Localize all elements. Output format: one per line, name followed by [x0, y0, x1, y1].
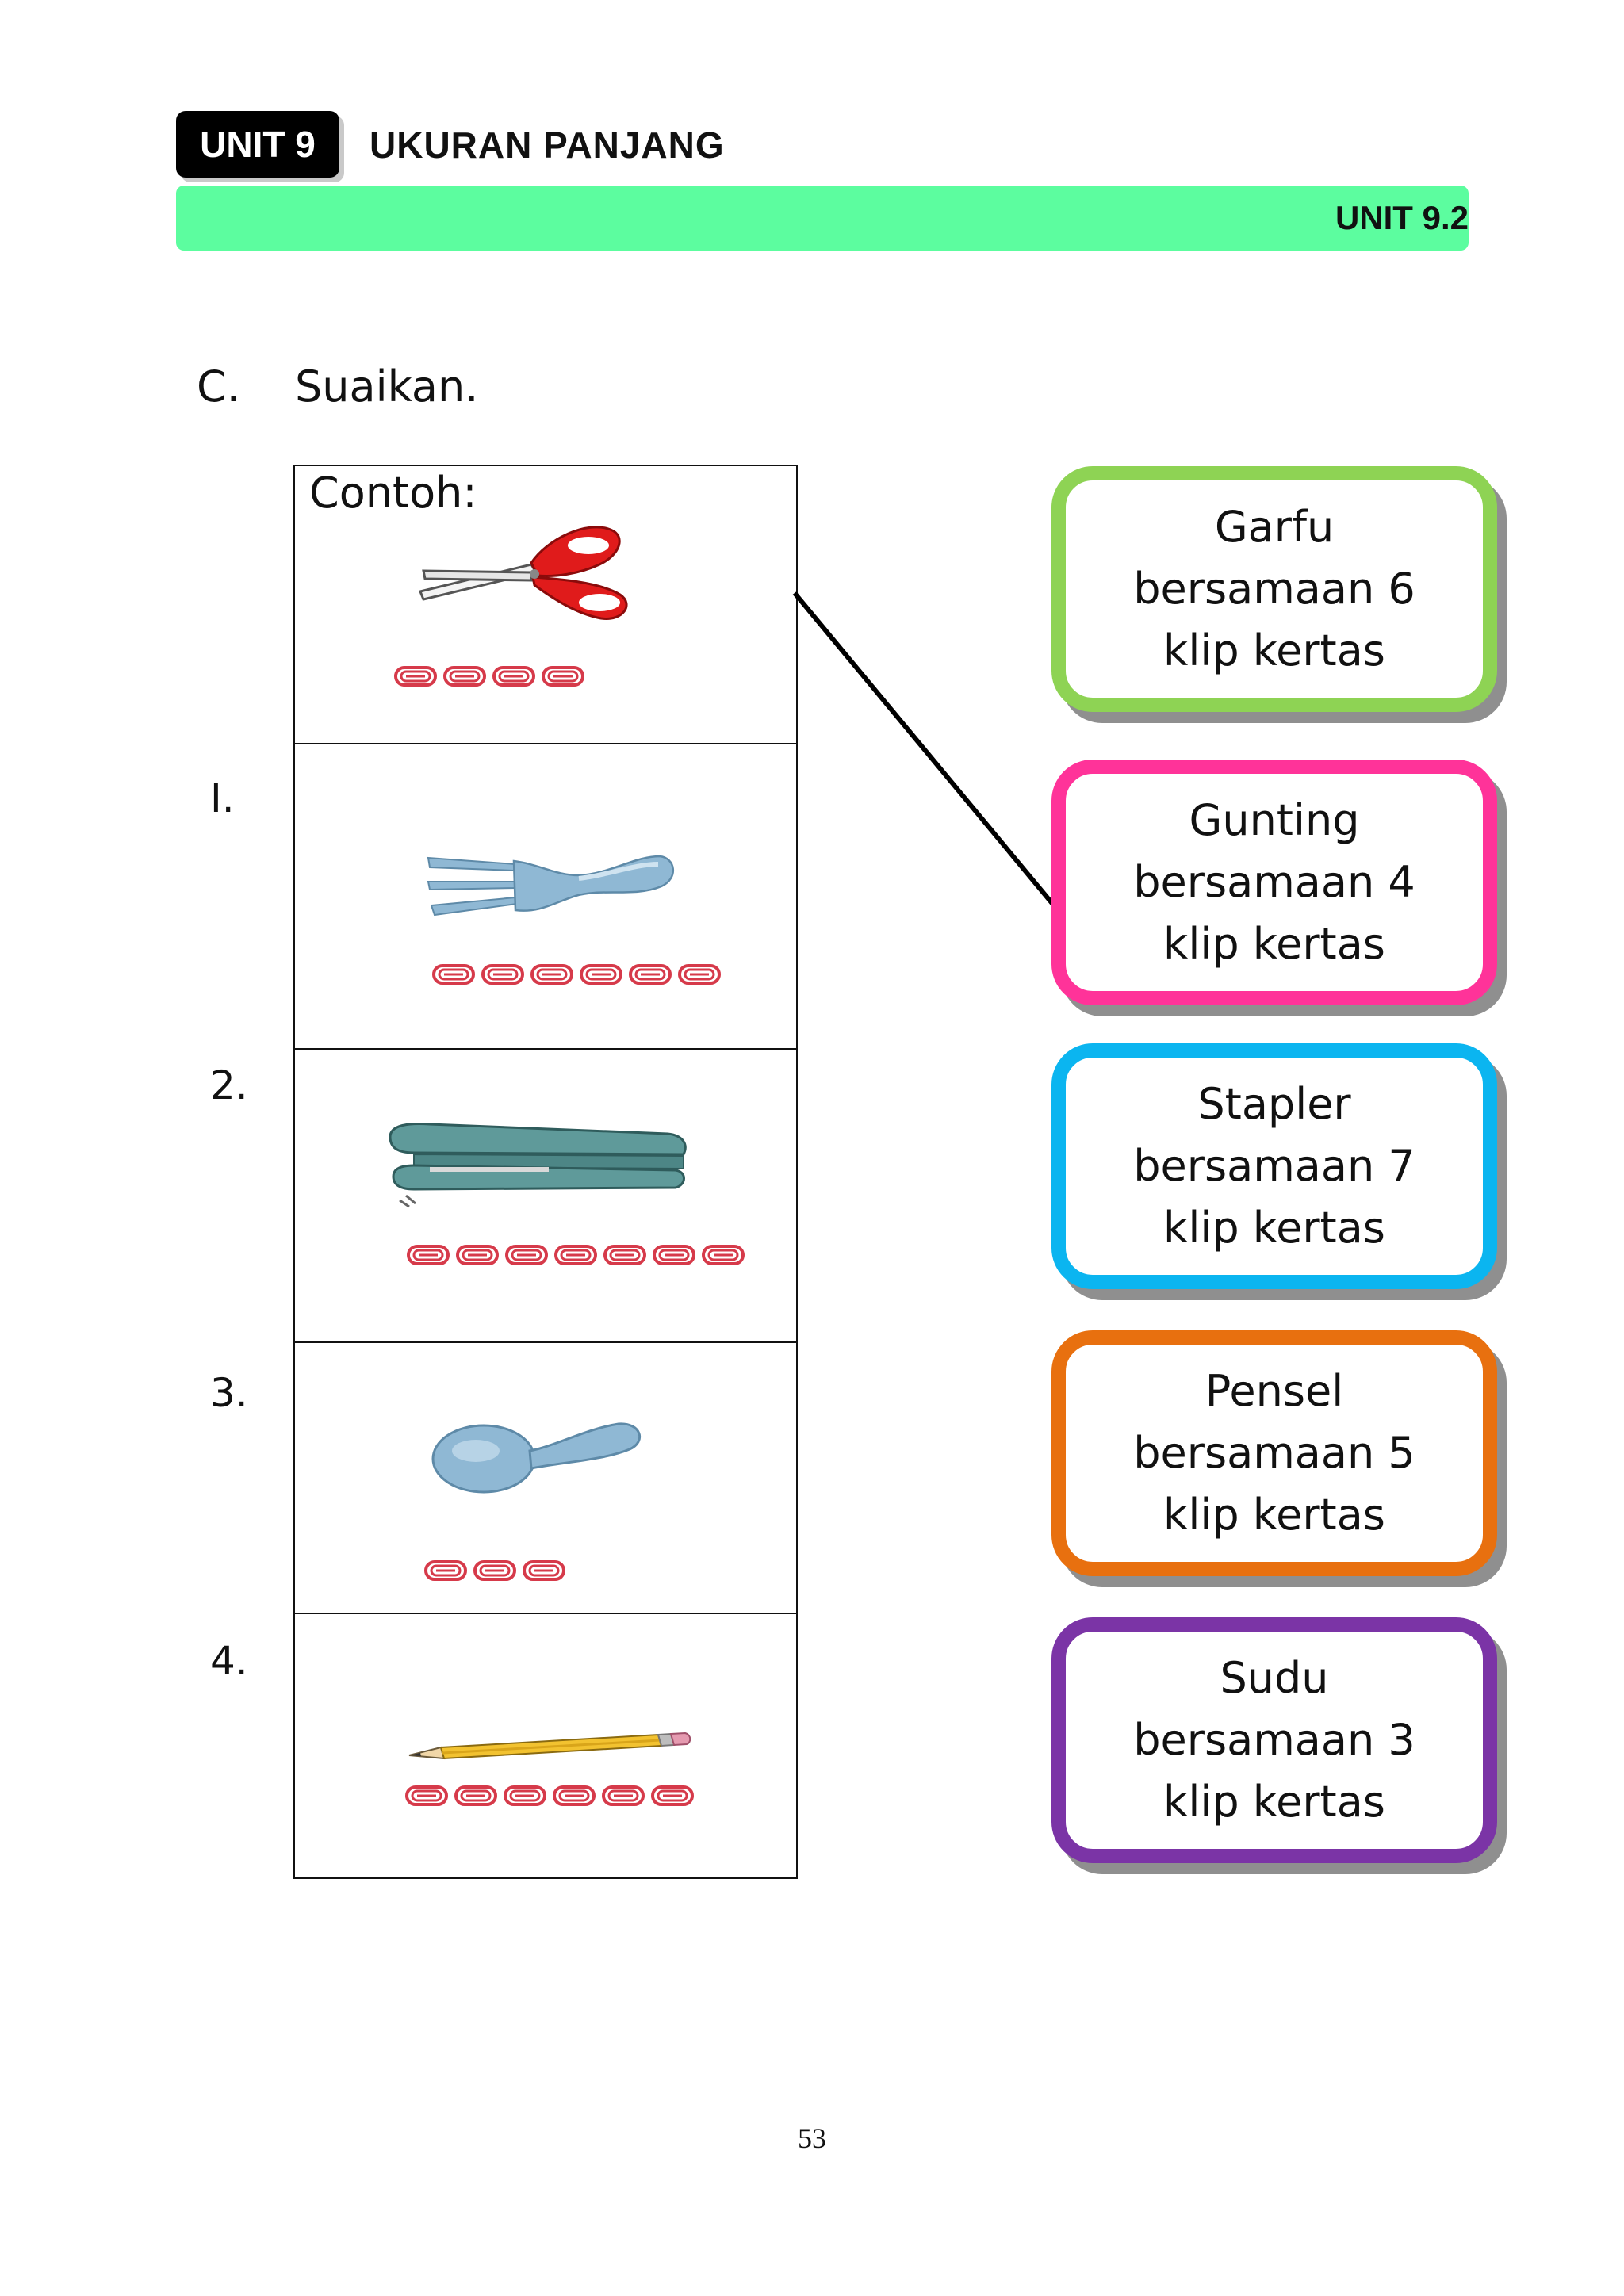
paper-clip-icon [554, 1245, 597, 1265]
paper-clip-icon [653, 1245, 695, 1265]
spoon-icon [431, 1422, 641, 1494]
answer-line: bersamaan 5 [1133, 1428, 1415, 1478]
item-number: 2. [210, 1062, 248, 1108]
grid-divider [293, 743, 798, 744]
stapler-icon [389, 1123, 687, 1208]
paper-clip-icon [424, 1560, 467, 1581]
paper-clip-icon [432, 964, 475, 985]
paper-clip-icon [553, 1785, 596, 1806]
grid-divider [293, 1613, 798, 1614]
paper-clip-icon [651, 1785, 694, 1806]
answer-line: Gunting [1189, 795, 1360, 845]
instruction-text: Suaikan. [295, 362, 479, 411]
paper-clips [431, 962, 726, 989]
paper-clip-icon [702, 1245, 745, 1265]
paper-clip-icon [407, 1245, 450, 1265]
paper-clip-icon [629, 964, 672, 985]
answer-box-gunting[interactable]: Gunting bersamaan 4 klip kertas [1051, 760, 1497, 1005]
answer-line: klip kertas [1163, 1490, 1385, 1540]
paper-clip-icon [530, 964, 573, 985]
paper-clip-icon [523, 1560, 565, 1581]
paper-clip-icon [481, 964, 524, 985]
answer-line: bersamaan 3 [1133, 1715, 1415, 1765]
answer-line: bersamaan 7 [1133, 1141, 1415, 1191]
paper-clip-icon [454, 1785, 497, 1806]
unit-title: UKURAN PANJANG [370, 124, 725, 166]
answer-line: Sudu [1220, 1653, 1329, 1703]
pencil-icon [408, 1732, 691, 1760]
paper-clip-icon [394, 666, 437, 687]
item-number: 3. [210, 1370, 248, 1416]
item-number: I. [210, 775, 235, 821]
paper-clip-icon [504, 1785, 546, 1806]
paper-clip-icon [678, 964, 721, 985]
fork-icon [427, 855, 675, 916]
paper-clip-icon [603, 1245, 646, 1265]
unit-badge: UNIT 9 [176, 111, 339, 178]
subunit-label: UNIT 9.2 [1335, 199, 1469, 236]
instruction-letter: C. [197, 362, 240, 411]
example-label: Contoh: [309, 468, 477, 518]
paper-clip-icon [405, 1785, 448, 1806]
subunit-bar [176, 186, 1469, 251]
paper-clips [393, 664, 590, 691]
paper-clip-icon [542, 666, 584, 687]
paper-clip-icon [505, 1245, 548, 1265]
answer-line: bersamaan 4 [1133, 857, 1415, 907]
answer-box-sudu[interactable]: Sudu bersamaan 3 klip kertas [1051, 1617, 1497, 1863]
page-number: 53 [798, 2122, 826, 2154]
paper-clips [404, 1784, 699, 1811]
answer-line: Pensel [1205, 1366, 1344, 1416]
paper-clip-icon [473, 1560, 516, 1581]
answer-line: klip kertas [1163, 919, 1385, 969]
paper-clip-icon [580, 964, 622, 985]
paper-clip-icon [456, 1245, 499, 1265]
answer-line: klip kertas [1163, 1777, 1385, 1827]
paper-clip-icon [443, 666, 486, 687]
paper-clips [423, 1559, 571, 1586]
answer-box-stapler[interactable]: Stapler bersamaan 7 klip kertas [1051, 1043, 1497, 1289]
answer-line: klip kertas [1163, 1203, 1385, 1253]
scissors-icon [418, 526, 628, 620]
grid-divider [293, 1341, 798, 1343]
answer-line: Stapler [1197, 1079, 1351, 1129]
grid-divider [293, 1048, 798, 1050]
answer-box-pensel[interactable]: Pensel bersamaan 5 klip kertas [1051, 1330, 1497, 1576]
paper-clip-icon [492, 666, 535, 687]
answer-line: Garfu [1214, 502, 1335, 552]
paper-clip-icon [602, 1785, 645, 1806]
items-grid [293, 465, 798, 1879]
answer-line: klip kertas [1163, 626, 1385, 675]
item-number: 4. [210, 1638, 248, 1684]
answer-line: bersamaan 6 [1133, 564, 1415, 614]
paper-clips [406, 1243, 750, 1270]
answer-box-garfu[interactable]: Garfu bersamaan 6 klip kertas [1051, 466, 1497, 712]
